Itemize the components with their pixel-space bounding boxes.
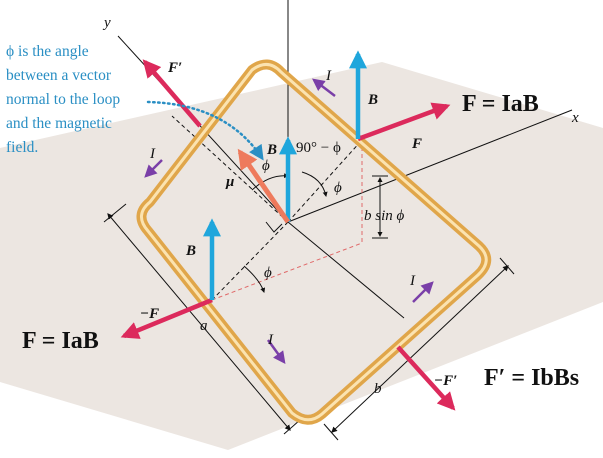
annotation-line-5: field.: [6, 139, 38, 156]
B-label-left: B: [185, 243, 196, 259]
magnetic-moment-vector: [237, 148, 291, 224]
annotation-line-4: and the magnetic: [6, 115, 112, 132]
dimension-b-tick-right: [499, 257, 515, 275]
dimension-a-tick-top: [103, 203, 127, 223]
current-loop-inner: [140, 63, 488, 422]
phi-arc-right: [301, 171, 328, 197]
F-prime-top-label: F′: [167, 60, 182, 76]
phi-label-right: ϕ: [334, 180, 342, 196]
phi-label-upper: ϕ: [262, 158, 270, 174]
annotation-pointer: [146, 100, 264, 161]
current-label-left: I: [149, 146, 156, 162]
current-arrow-left: [144, 159, 163, 178]
current-arrow-top: [312, 78, 336, 97]
x-axis: [287, 109, 573, 223]
B-label-right: B: [367, 92, 378, 108]
dashed-line-upper-left: [171, 115, 289, 223]
current-label-top: I: [325, 68, 332, 84]
force-prime-vector-top: [142, 59, 202, 128]
current-label-right: I: [409, 273, 416, 289]
side-b-label: b: [374, 381, 382, 397]
force-prime-vector-bottom: [396, 345, 456, 411]
current-label-bottom: I: [267, 332, 274, 348]
B-label-center: B: [266, 142, 277, 158]
F-vector-right-label: F: [411, 136, 422, 152]
x-axis-label: x: [571, 110, 579, 126]
ninety-minus-phi-label: 90° − ϕ: [296, 140, 341, 156]
neg-F-prime-label: −F′: [434, 373, 457, 389]
annotation-line-1: ϕ is the angle: [6, 43, 89, 60]
dimension-a: [107, 213, 291, 431]
phi-arc-upper: [251, 173, 289, 191]
svg-text:ϕ is the angle between a v: ϕ is the angle between a vector normal t…: [6, 43, 124, 156]
annotation-line-3: normal to the loop: [6, 91, 120, 108]
dimension-b: [331, 265, 509, 433]
force-vector-top-right: [357, 102, 451, 142]
force-equation-left: F = IaB: [22, 328, 99, 354]
annotation-line-2: between a vector: [6, 67, 112, 84]
y-axis-label: y: [102, 15, 111, 31]
current-arrow-right: [412, 281, 434, 303]
mu-label: μ: [225, 174, 234, 190]
phi-label-lower: ϕ: [264, 265, 272, 281]
current-arrow-bottom: [266, 339, 286, 365]
force-equation-bottom-right: F′ = IbBs: [484, 365, 579, 391]
force-equation-top-right: F = IaB: [462, 91, 539, 117]
dimension-b-tick-left: [323, 423, 339, 441]
side-a-label: a: [200, 318, 208, 334]
force-vector-left: [120, 297, 213, 339]
neg-F-left-label: −F: [140, 306, 159, 322]
dashed-line-from-right-corner: [287, 139, 363, 223]
b-sin-phi-label: b sin ϕ: [364, 208, 405, 224]
